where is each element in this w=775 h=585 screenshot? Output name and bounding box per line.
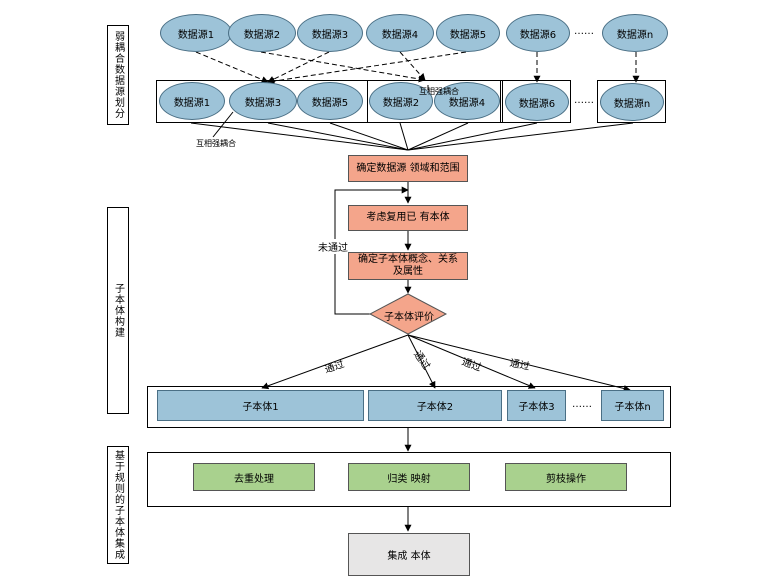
fail-label: 未通过 [318,239,348,254]
operations-frame [147,452,671,507]
top-source-4: 数据源4 [366,14,434,52]
group-frame-2 [367,80,501,123]
top-source-2: 数据源2 [228,14,296,52]
step-define-concepts: 确定子本体概念、关系及属性 [348,252,468,280]
operation-dedup: 去重处理 [193,463,315,491]
group-frame-3 [502,80,571,123]
top-source-6: 数据源6 [506,14,570,52]
label-weak-partition: 弱耦合数据源划分 [107,25,129,125]
operation-prune: 剪枝操作 [505,463,627,491]
step-determine-domain: 确定数据源 领域和范围 [348,155,468,182]
sub-ontology-ellipsis: …… [572,399,592,410]
step-reuse-ontology: 考虑复用已 有本体 [348,205,468,231]
group-frame-n [597,80,666,123]
sub-ontology-1: 子本体1 [157,390,364,421]
group2-source-2: 数据源2 [369,82,433,120]
operation-map: 归类 映射 [348,463,470,491]
sub-ontology-3: 子本体3 [507,390,566,421]
label-sub-ontology-build: 子本体构建 [107,207,129,414]
sub-ontology-2: 子本体2 [368,390,502,421]
top-source-n: 数据源n [602,14,668,52]
label-rule-integration: 基于规则的子本体集成 [107,446,129,564]
top-source-5: 数据源5 [436,14,500,52]
strong-coupling-label-2: 互相强耦合 [419,87,459,96]
group2-source-4: 数据源4 [434,82,500,120]
strong-coupling-label-1: 互相强耦合 [196,139,236,148]
group1-source-3: 数据源3 [229,82,297,120]
group4-source-n: 数据源n [600,83,664,121]
group1-source-1: 数据源1 [159,82,225,120]
sub-ontology-n: 子本体n [601,390,664,421]
top-source-3: 数据源3 [297,14,363,52]
sub-ontology-frame [147,386,671,428]
final-integrated-ontology: 集成 本体 [348,533,470,576]
top-source-1: 数据源1 [160,14,232,52]
evaluation-diamond [368,293,448,335]
top-ellipsis: …… [574,26,594,37]
group1-source-5: 数据源5 [297,82,363,120]
group-ellipsis: …… [574,95,594,106]
group3-source-6: 数据源6 [505,83,569,121]
evaluation-label: 子本体评价 [384,312,434,323]
